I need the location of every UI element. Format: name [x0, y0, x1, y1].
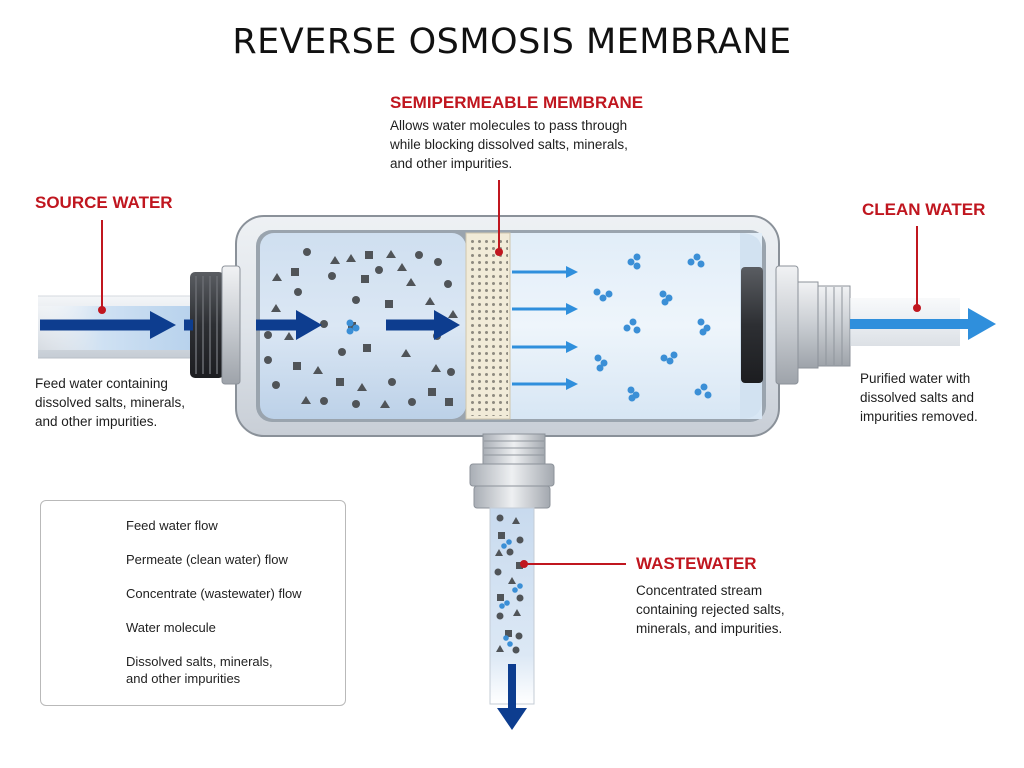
membrane-label: SEMIPERMEABLE MEMBRANE	[390, 93, 644, 112]
legend-feed-label: Feed water flow	[126, 518, 218, 533]
waste-outlet	[469, 433, 555, 705]
waste-water-molecules	[499, 539, 523, 647]
clean-callout-dot	[913, 304, 921, 312]
clean-water-arrow	[850, 308, 996, 340]
legend-molecule-label: Water molecule	[126, 620, 216, 635]
source-water-label: SOURCE WATER	[35, 193, 173, 212]
clean-water-description: Purified water with dissolved salts and …	[860, 371, 978, 424]
feed-flow-arrows	[40, 310, 460, 340]
wastewater-description: Concentrated stream containing rejected …	[636, 583, 785, 636]
legend-permeate-label: Permeate (clean water) flow	[126, 552, 288, 567]
source-callout-dot	[98, 306, 106, 314]
waste-impurities	[494, 514, 524, 654]
concentrate-flow-arrow	[497, 664, 527, 730]
wastewater-label: WASTEWATER	[636, 554, 757, 573]
feed-impurities	[264, 248, 458, 408]
legend	[40, 500, 346, 706]
clean-water-label: CLEAN WATER	[862, 200, 986, 219]
feed-water-molecule	[346, 319, 360, 335]
semipermeable-membrane	[465, 232, 511, 420]
membrane-callout-dot	[495, 248, 503, 256]
legend-concentrate-label: Concentrate (wastewater) flow	[126, 586, 302, 601]
waste-callout-dot	[520, 560, 528, 568]
callout-lines	[98, 180, 921, 568]
clean-water-molecules	[593, 253, 712, 402]
permeate-flow-arrows	[512, 266, 578, 390]
source-water-description: Feed water containing dissolved salts, m…	[35, 376, 186, 429]
page-title: REVERSE OSMOSIS MEMBRANE	[232, 22, 792, 62]
membrane-housing	[235, 215, 780, 437]
legend-impurities-label: Dissolved salts, minerals, and other imp…	[126, 654, 273, 686]
membrane-description: Allows water molecules to pass through w…	[390, 118, 628, 171]
inlet-end-cap	[190, 265, 241, 385]
